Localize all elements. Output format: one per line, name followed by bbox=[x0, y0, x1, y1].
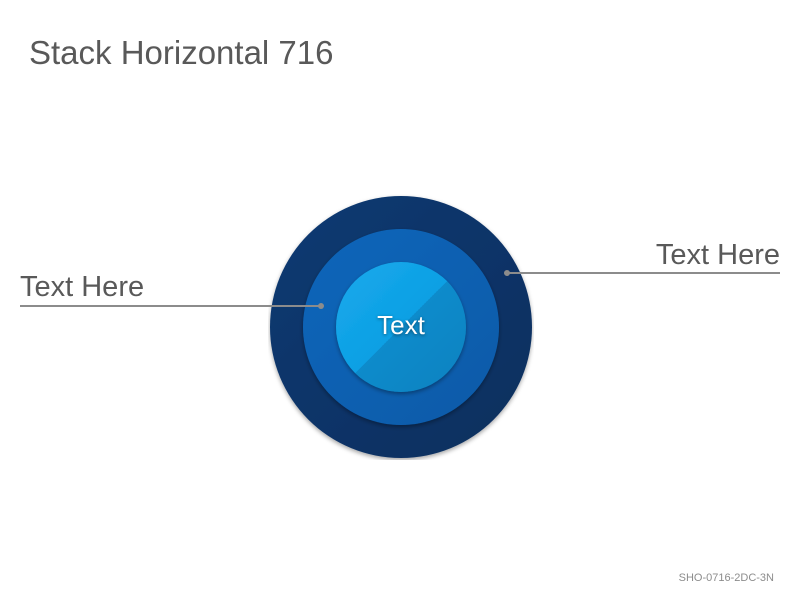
inner-circle bbox=[336, 262, 466, 392]
callout-line-left bbox=[20, 305, 321, 307]
concentric-circle-diagram bbox=[268, 194, 534, 460]
slide-title: Stack Horizontal 716 bbox=[29, 34, 334, 71]
callout-label-left: Text Here bbox=[20, 271, 145, 303]
callout-dot-left bbox=[318, 303, 324, 309]
callout-line-right bbox=[507, 272, 780, 274]
callout-dot-right bbox=[504, 270, 510, 276]
footer-code: SHO-0716-2DC-3N bbox=[678, 572, 774, 584]
center-label: Text bbox=[377, 310, 425, 340]
callout-label-right: Text Here bbox=[655, 239, 780, 271]
